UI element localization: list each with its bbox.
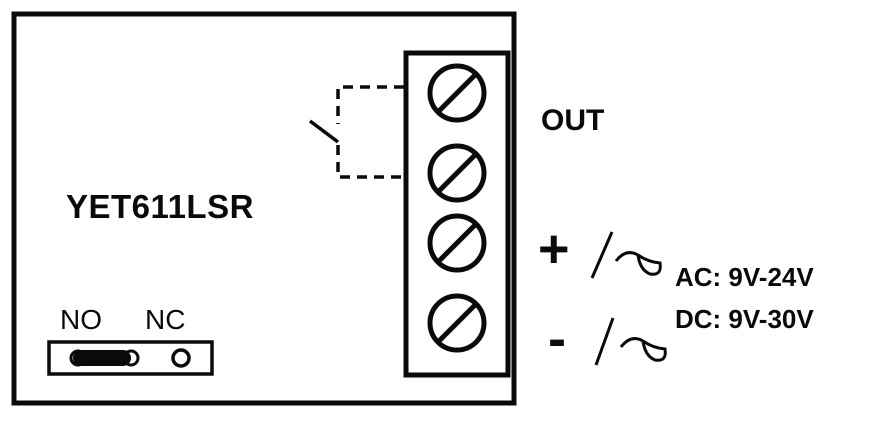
jumper-cap[interactable] xyxy=(73,350,131,366)
ac-voltage-range: AC: 9V-24V xyxy=(675,262,814,292)
jumper-pin-nc xyxy=(171,348,191,368)
jumper-label-no: NO xyxy=(60,304,102,335)
screw-slot xyxy=(437,153,477,193)
ac-sine-icon xyxy=(619,337,667,362)
positive-sign: + xyxy=(538,219,570,279)
relay-dashed-wire-top xyxy=(336,85,404,124)
slash-icon xyxy=(590,231,614,279)
ac-sine-icon xyxy=(614,251,662,276)
jumper-pin-no-left xyxy=(69,349,87,367)
negative-sign: - xyxy=(548,309,566,369)
relay-contact-symbol xyxy=(308,85,404,179)
screw-terminal-3[interactable] xyxy=(427,213,487,273)
screw-icon xyxy=(427,143,487,203)
power-negative-symbol xyxy=(594,317,667,366)
output-label: OUT xyxy=(541,104,605,137)
jumper-pin-no-right xyxy=(122,349,140,367)
jumper-label-nc: NC xyxy=(145,304,186,335)
screw-icon xyxy=(427,293,487,353)
screw-slot xyxy=(437,303,477,343)
screw-terminal-1[interactable] xyxy=(427,63,487,123)
model-label: YET611LSR xyxy=(66,188,254,225)
jumper-header xyxy=(47,340,214,376)
relay-switch-blade xyxy=(308,119,340,144)
screw-icon xyxy=(427,63,487,123)
power-positive-symbol xyxy=(590,231,662,279)
jumper-selector[interactable] xyxy=(47,340,214,376)
screw-slot xyxy=(437,223,477,263)
dc-voltage-range: DC: 9V-30V xyxy=(675,304,814,334)
slash-icon xyxy=(594,317,615,366)
device-enclosure xyxy=(11,11,517,406)
screw-terminal-4[interactable] xyxy=(427,293,487,353)
relay-dashed-wire-bottom xyxy=(336,145,404,179)
screw-slot xyxy=(437,73,477,113)
screw-icon xyxy=(427,213,487,273)
screw-terminal-2[interactable] xyxy=(427,143,487,203)
